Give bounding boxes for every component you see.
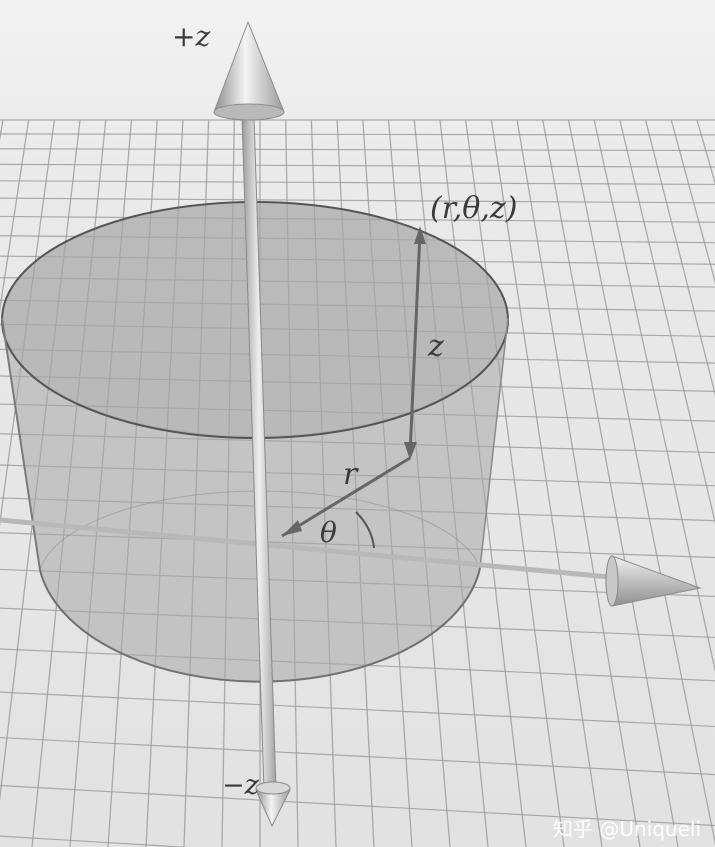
grid-line [0, 197, 715, 204]
minus-z-arrow-base [255, 781, 291, 795]
r-vector [281, 456, 411, 538]
minus-z-label: −z [222, 770, 260, 801]
z-vector [408, 231, 422, 456]
z-axis [213, 20, 291, 828]
grid-line [0, 119, 56, 527]
grid-line [464, 119, 565, 847]
grid-line [619, 119, 715, 525]
r-label: r [343, 457, 359, 492]
cylinder-right-edge [479, 317, 509, 569]
theta-label: θ [320, 516, 337, 549]
grid-line [0, 119, 30, 313]
cylinder-left-edge [1, 317, 41, 571]
z-label: z [427, 329, 444, 364]
x-axis [0, 517, 702, 607]
plus-z-arrow-base [213, 103, 285, 121]
grid-line [0, 133, 715, 136]
polar-construction [281, 226, 426, 549]
x-axis-arrow-base [605, 555, 619, 607]
grid-line [0, 835, 191, 847]
r-vector-arrowhead [282, 520, 302, 536]
grid-line [0, 784, 715, 827]
grid-line [0, 691, 715, 728]
point-label: (r,θ,z) [430, 191, 517, 226]
z-vector-bottom-arrowhead [404, 442, 417, 460]
grid-line [0, 180, 715, 186]
grid-line [670, 119, 715, 285]
plus-z-label: +z [172, 20, 210, 53]
grid-line [0, 163, 715, 168]
watermark: 知乎 @Uniqueli [553, 817, 701, 841]
z-vector-top-arrowhead [414, 226, 426, 244]
grid-line [0, 148, 715, 152]
x-axis-shaft [0, 517, 621, 581]
grid-line [644, 119, 715, 397]
theta-arc [355, 511, 375, 549]
grid-line [0, 736, 715, 776]
